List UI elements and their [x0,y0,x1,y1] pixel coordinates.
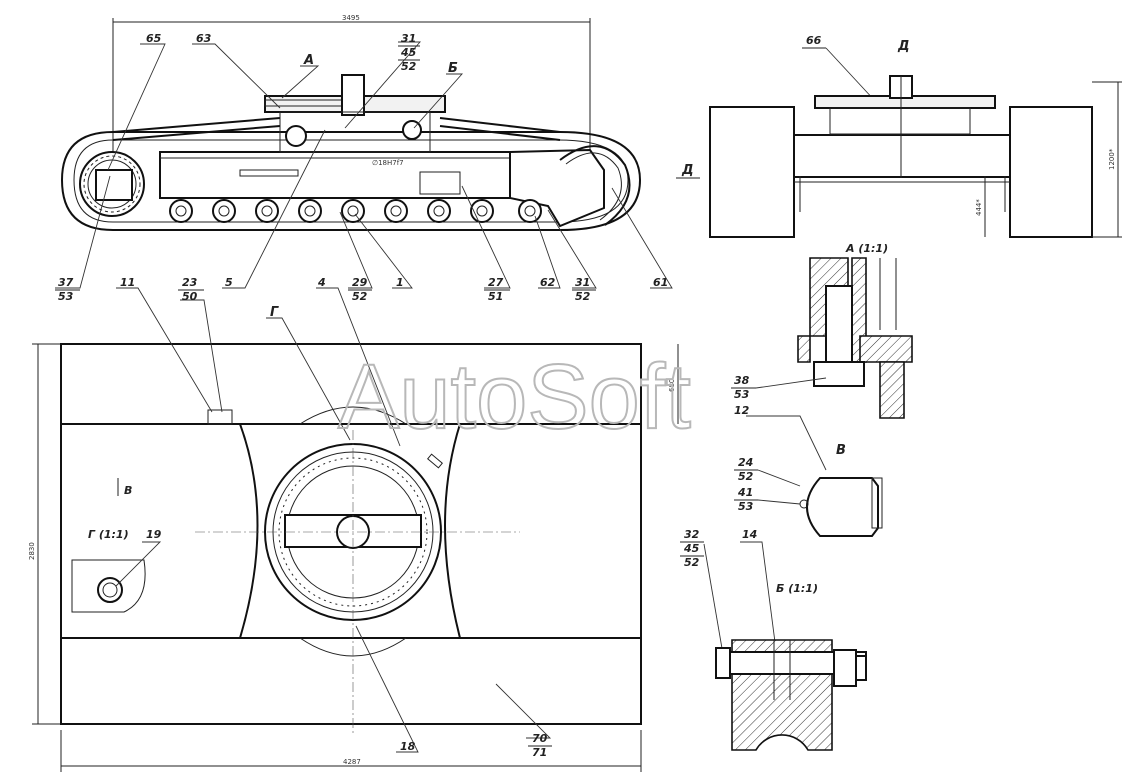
view-title-d: Д [897,39,910,54]
plan-view: Г (1:1) 19 В 2830 4287 680 11 23 50 Г 4 … [28,276,679,772]
section-b-title: Б (1:1) [776,582,818,595]
view-v: 12 В 24 52 41 53 [734,404,883,537]
side-view: 3495 ∅18H7f7 [55,14,700,303]
label-23: 23 [182,276,198,289]
label-53a: 53 [58,290,74,303]
label-14: 14 [742,528,757,541]
label-45a: 45 [400,46,417,59]
label-45b: 45 [683,542,700,555]
label-31a: 31 [401,32,416,45]
section-g-title: Г (1:1) [88,528,129,541]
label-18: 18 [400,740,416,753]
dim-plan-width: 4287 [343,758,361,766]
label-11: 11 [120,276,135,289]
label-29: 29 [352,276,368,289]
view-mark-b: Б [448,61,458,76]
dim-side-mark: ∅18H7f7 [372,159,404,167]
label-52e: 52 [684,556,700,569]
label-61: 61 [653,276,668,289]
label-24: 24 [738,456,753,469]
label-66: 66 [806,34,822,47]
section-b: Б (1:1) 32 45 52 14 [680,528,867,751]
label-62: 62 [540,276,556,289]
watermark-logo: AutoSoft [338,346,691,448]
label-41: 41 [737,486,753,499]
dim-top-length: 3495 [342,14,360,22]
label-52d: 52 [738,470,754,483]
view-mark-g: Г [270,305,279,320]
dim-plan-height: 2830 [28,542,36,560]
section-a-title: А (1:1) [845,242,888,255]
label-4: 4 [317,276,326,289]
label-70: 70 [532,732,548,745]
label-27: 27 [488,276,504,289]
view-d: 66 Д 1200* 444* [709,34,1122,238]
label-52a: 52 [401,60,417,73]
label-71: 71 [532,746,547,759]
label-37: 37 [58,276,74,289]
view-title-v: В [836,443,846,458]
view-arrow-v: В [124,484,132,497]
dim-plan-upper: 680 [668,379,676,392]
section-a: А (1:1) 38 53 [731,242,913,419]
label-63: 63 [196,32,212,45]
label-51: 51 [488,290,503,303]
view-arrow-d: Д [681,163,694,178]
dim-right-inner: 444* [975,199,983,216]
label-32: 32 [684,528,700,541]
label-52b: 52 [352,290,368,303]
label-53b: 53 [734,388,750,401]
track-rollers [169,199,542,223]
dim-right-height: 1200* [1108,148,1116,170]
label-19: 19 [146,528,162,541]
label-65: 65 [146,32,162,45]
label-52c: 52 [575,290,591,303]
label-38: 38 [734,374,750,387]
label-5: 5 [225,276,233,289]
label-1: 1 [396,276,404,289]
label-31b: 31 [575,276,590,289]
view-mark-a: А [303,53,314,68]
label-53c: 53 [738,500,754,513]
label-50: 50 [182,290,198,303]
label-12: 12 [734,404,750,417]
